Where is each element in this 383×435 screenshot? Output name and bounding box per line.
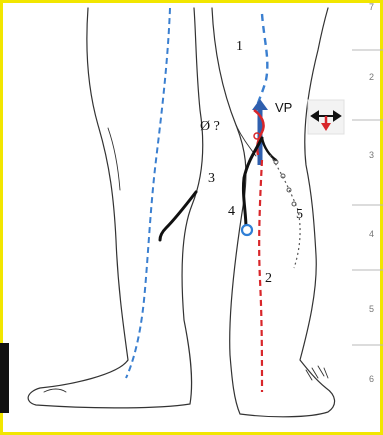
scale-mark-6: 6 [369,374,374,384]
corner-tab [0,343,9,413]
scale-mark-7: 7 [369,2,374,12]
perforator-circle [242,225,252,235]
scale-mark-4: 4 [369,229,374,239]
scale-mark-5: 5 [369,304,374,314]
label-3: 3 [208,171,215,186]
label-4: 4 [228,204,235,219]
label-vp: VP [275,100,292,115]
label-1: 1 [236,39,243,54]
label-diameter: Ø ? [200,119,220,134]
scale-mark-2: 2 [369,72,374,82]
scale-mark-3: 3 [369,150,374,160]
label-5: 5 [296,207,303,222]
label-2: 2 [265,271,272,286]
